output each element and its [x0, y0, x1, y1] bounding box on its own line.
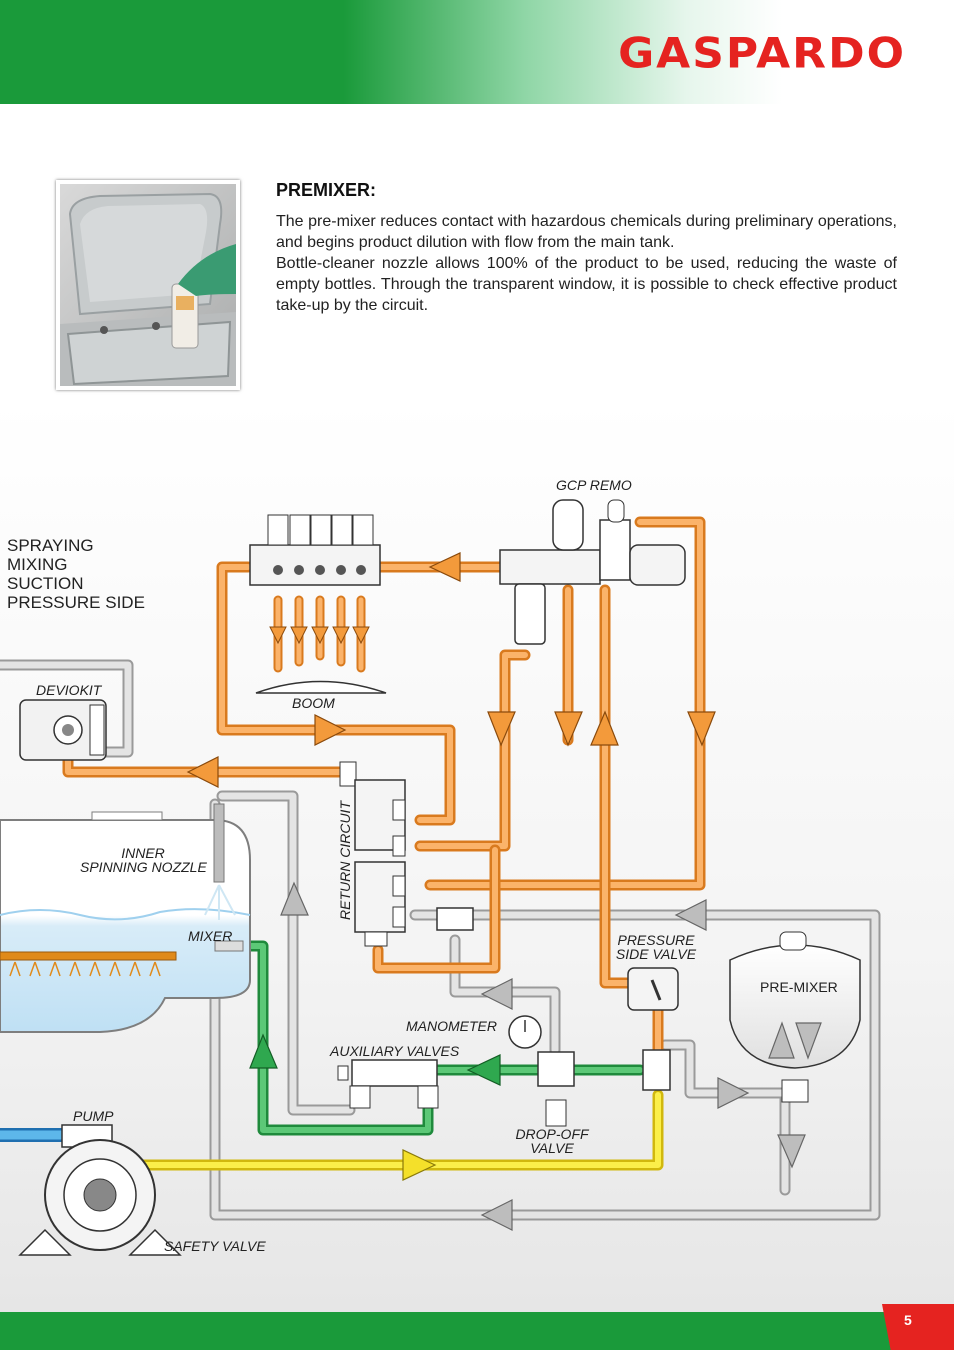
label-pressure-side-valve: PRESSURE SIDE VALVE — [612, 933, 700, 961]
return-pipes — [0, 659, 881, 1221]
footer-band — [0, 1312, 954, 1350]
label-boom: BOOM — [292, 695, 335, 711]
label-pressure-line1: PRESSURE — [617, 932, 695, 948]
legend-spraying: SPRAYING — [7, 536, 94, 555]
header-band: GASPARDO — [0, 0, 954, 104]
label-gcp-remo: GCP REMO — [556, 477, 632, 493]
section-valves — [249, 514, 387, 694]
premixer-title: PREMIXER: — [276, 180, 377, 200]
label-inner-spinning-nozzle: INNER SPINNING NOZZLE — [80, 845, 207, 875]
dropoff-valve — [537, 1051, 575, 1127]
legend: SPRAYING MIXING SUCTION PRESSURE SIDE — [7, 536, 145, 612]
deviokit-valve — [19, 699, 107, 761]
pressure-side-valve — [627, 967, 679, 1091]
page-number-tab — [882, 1304, 954, 1350]
manometer — [508, 1015, 542, 1049]
label-safety-valve: SAFETY VALVE — [164, 1238, 266, 1254]
premixer-paragraph-2: Bottle-cleaner nozzle allows 100% of the… — [276, 255, 897, 314]
spraying-pipes — [62, 516, 706, 1056]
page-number: 5 — [904, 1312, 912, 1328]
legend-pressure-side: PRESSURE SIDE — [7, 593, 145, 612]
label-auxiliary-valves: AUXILIARY VALVES — [330, 1043, 460, 1059]
auxiliary-valves-block — [337, 1059, 439, 1109]
label-deviokit: DEVIOKIT — [36, 682, 102, 698]
main-tank — [0, 803, 251, 1033]
flow-arrows — [186, 552, 822, 1231]
premixer-description: The pre-mixer reduces contact with hazar… — [276, 211, 897, 316]
label-dropoff-line2: VALVE — [530, 1140, 574, 1156]
label-pressure-line2: SIDE VALVE — [615, 946, 697, 962]
brand-logo: GASPARDO — [618, 29, 906, 78]
return-circuit-block — [339, 761, 474, 947]
label-inner-line1: INNER — [121, 845, 165, 861]
circuit-diagram — [0, 400, 954, 1312]
premixer-photo — [56, 180, 240, 390]
pre-mixer-tank — [729, 931, 861, 1103]
label-dropoff-line1: DROP-OFF — [515, 1126, 589, 1142]
label-return-circuit: RETURN CIRCUIT — [337, 801, 353, 920]
pressure-pipe — [124, 1089, 664, 1171]
premixer-photo-image — [60, 184, 236, 386]
legend-mixing: MIXING — [7, 555, 68, 574]
label-mixer: MIXER — [188, 928, 233, 944]
pump — [18, 1124, 182, 1256]
label-inner-line2: SPINNING NOZZLE — [80, 859, 207, 875]
premixer-paragraph-1: The pre-mixer reduces contact with hazar… — [276, 213, 897, 251]
label-drop-off-valve: DROP-OFF VALVE — [510, 1127, 594, 1155]
label-manometer: MANOMETER — [406, 1018, 497, 1034]
label-pre-mixer: PRE-MIXER — [760, 979, 838, 995]
gcp-remo — [499, 499, 686, 645]
legend-suction: SUCTION — [7, 574, 84, 593]
label-pump: PUMP — [73, 1108, 114, 1124]
